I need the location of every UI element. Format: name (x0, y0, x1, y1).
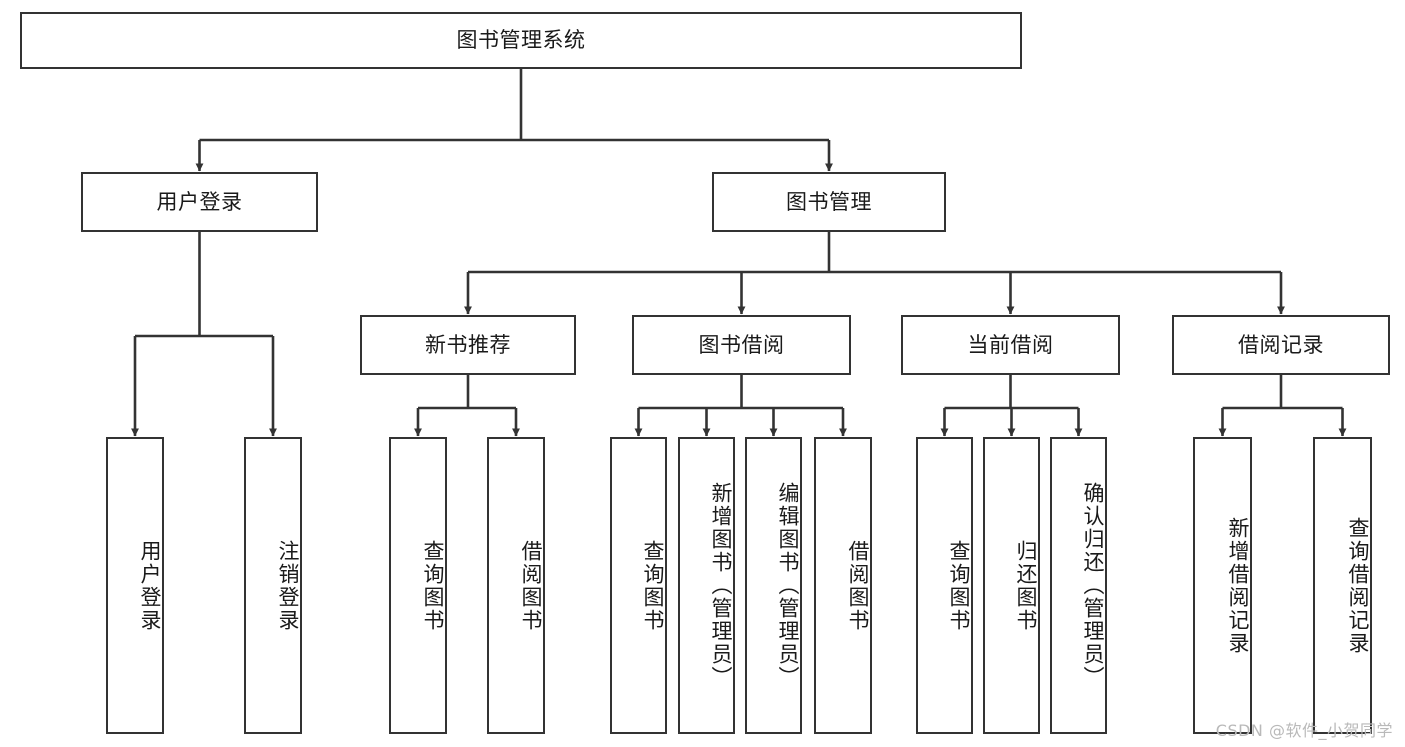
node-root-label: 图书管理系统 (456, 28, 586, 53)
leaf-return-book[interactable]: 归还图书 (983, 437, 1040, 734)
leaf-user-login[interactable]: 用户登录 (106, 437, 164, 734)
edge-group (131, 69, 1347, 437)
node-root[interactable]: 图书管理系统 (20, 12, 1022, 69)
leaf-borrow-book-label: 借阅图书 (846, 539, 870, 632)
leaf-borrow-book[interactable]: 借阅图书 (814, 437, 872, 734)
leaf-user-login-label: 用户登录 (138, 539, 162, 632)
node-new-book-recommend[interactable]: 新书推荐 (360, 315, 576, 375)
leaf-query-borrow-record-label: 查询借阅记录 (1346, 516, 1370, 655)
leaf-confirm-return[interactable]: 确认归还（管理员） (1050, 437, 1107, 734)
leaf-borrow-book-recommend-label: 借阅图书 (519, 539, 543, 632)
watermark: CSDN @软件_小贺同学 (1215, 721, 1393, 740)
leaf-logout[interactable]: 注销登录 (244, 437, 302, 734)
leaf-query-book-current[interactable]: 查询图书 (916, 437, 973, 734)
leaf-edit-book[interactable]: 编辑图书（管理员） (745, 437, 802, 734)
leaf-confirm-return-label: 确认归还（管理员） (1081, 482, 1105, 689)
node-book-borrow-label: 图书借阅 (698, 332, 785, 357)
node-book-borrow[interactable]: 图书借阅 (632, 315, 851, 375)
leaf-query-book-recommend-label: 查询图书 (421, 539, 445, 632)
leaf-query-book-recommend[interactable]: 查询图书 (389, 437, 447, 734)
node-book-manage-label: 图书管理 (786, 189, 872, 214)
leaf-query-book-borrow[interactable]: 查询图书 (610, 437, 667, 734)
node-book-manage[interactable]: 图书管理 (712, 172, 946, 232)
leaf-add-borrow-record-label: 新增借阅记录 (1226, 516, 1250, 655)
node-borrow-record-label: 借阅记录 (1238, 332, 1324, 357)
leaf-add-book[interactable]: 新增图书（管理员） (678, 437, 735, 734)
leaf-add-borrow-record[interactable]: 新增借阅记录 (1193, 437, 1252, 734)
leaf-borrow-book-recommend[interactable]: 借阅图书 (487, 437, 545, 734)
leaf-query-book-current-label: 查询图书 (947, 539, 971, 632)
node-new-book-recommend-label: 新书推荐 (425, 332, 511, 357)
leaf-edit-book-label: 编辑图书（管理员） (776, 482, 800, 689)
node-user-login-label: 用户登录 (156, 189, 243, 214)
node-borrow-record[interactable]: 借阅记录 (1172, 315, 1390, 375)
leaf-query-book-borrow-label: 查询图书 (641, 539, 665, 632)
leaf-return-book-label: 归还图书 (1014, 539, 1038, 632)
node-user-login[interactable]: 用户登录 (81, 172, 318, 232)
leaf-query-borrow-record[interactable]: 查询借阅记录 (1313, 437, 1372, 734)
node-current-borrow[interactable]: 当前借阅 (901, 315, 1120, 375)
leaf-logout-label: 注销登录 (276, 539, 300, 632)
node-current-borrow-label: 当前借阅 (967, 332, 1054, 357)
leaf-add-book-label: 新增图书（管理员） (709, 482, 733, 689)
